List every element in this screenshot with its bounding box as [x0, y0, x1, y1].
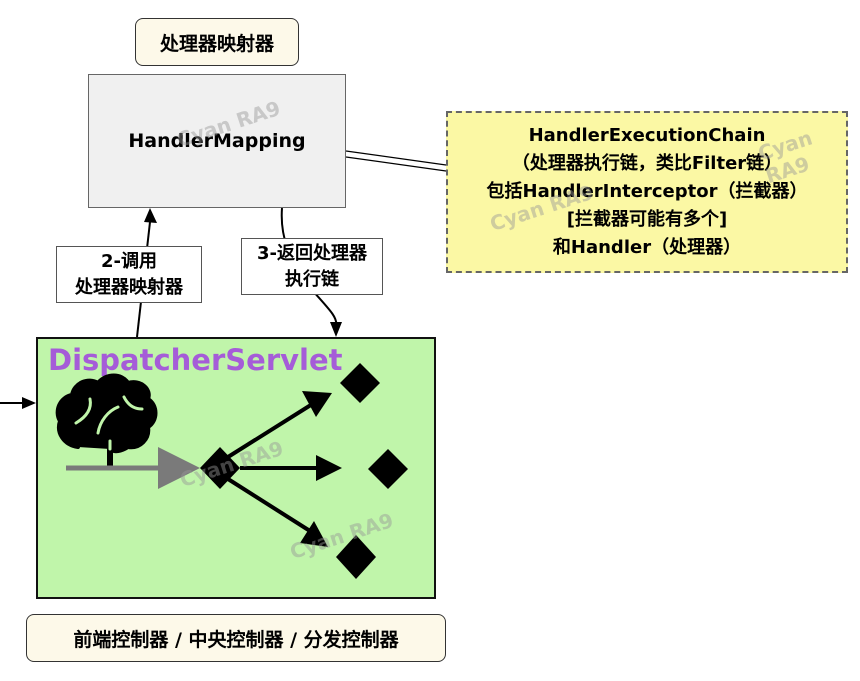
handler-mapping-box: HandlerMapping: [88, 74, 346, 208]
call-step-label: 2-调用 处理器映射器: [56, 246, 202, 303]
call-arrow-head: [144, 208, 157, 223]
chain-line-1: HandlerExecutionChain: [528, 125, 766, 146]
chain-line-3: 包括HandlerInterceptor（拦截器）: [486, 181, 808, 202]
chain-line-2: （处理器执行链，类比Filter链）: [511, 153, 783, 174]
execution-chain-note: HandlerExecutionChain （处理器执行链，类比Filter链）…: [446, 111, 848, 273]
brain-icon: [55, 373, 158, 470]
fan-arrow-middle-head: [316, 455, 342, 481]
target-diamond-upper: [340, 363, 380, 403]
handler-mapping-title: HandlerMapping: [128, 130, 306, 152]
fan-arrow-lower-head: [300, 521, 328, 547]
dispatcher-servlet-title: DispatcherServlet: [48, 343, 343, 377]
incoming-arrow-head: [22, 397, 36, 409]
dispatcher-role-label: 前端控制器 / 中央控制器 / 分发控制器: [26, 614, 446, 662]
fan-arrow-lower-line: [226, 477, 312, 533]
return-arrow-head: [330, 322, 342, 337]
target-diamond-lower: [336, 535, 376, 579]
fan-arrow-upper-line: [226, 401, 316, 459]
return-step-label: 3-返回处理器 执行链: [241, 238, 383, 295]
dispatcher-inner-graphic: [55, 363, 408, 579]
handler-mapping-cn-label: 处理器映射器: [135, 18, 299, 66]
target-diamond-middle: [368, 449, 408, 489]
link-line-upper: [345, 150, 447, 166]
return-step-line-2: 执行链: [285, 268, 339, 290]
chain-line-4: [拦截器可能有多个]: [566, 209, 728, 230]
fan-arrow-upper-head: [302, 391, 332, 417]
return-step-line-1: 3-返回处理器: [257, 242, 367, 264]
link-line-lower: [345, 156, 447, 172]
dispatcher-servlet-box: DispatcherServlet: [36, 337, 436, 599]
input-flow-head: [158, 447, 200, 489]
call-step-line-2: 处理器映射器: [75, 276, 183, 298]
chain-line-5: 和Handler（处理器）: [552, 237, 742, 258]
call-step-line-1: 2-调用: [101, 250, 157, 272]
